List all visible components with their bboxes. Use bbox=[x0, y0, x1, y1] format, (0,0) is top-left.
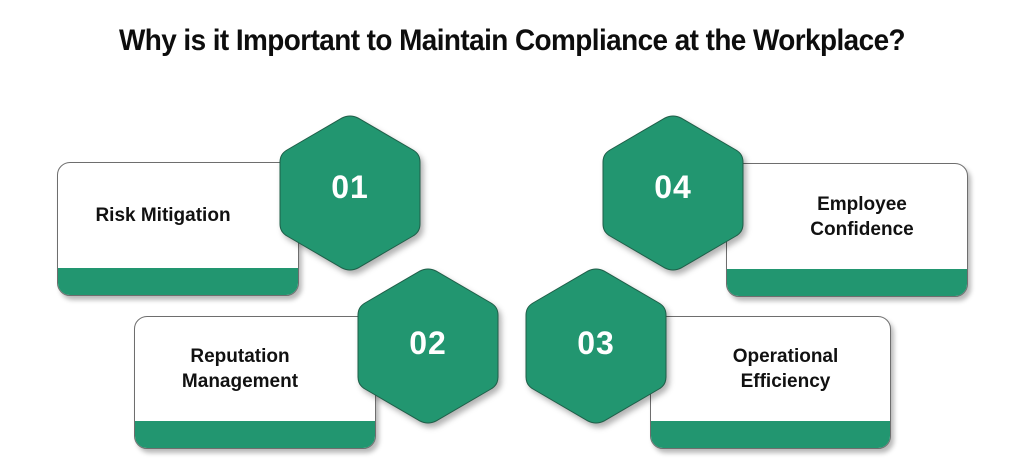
card-risk-mitigation: Risk Mitigation bbox=[57, 162, 299, 296]
card-label: Reputation Management bbox=[181, 346, 299, 392]
card-accent-band bbox=[58, 268, 298, 295]
hexagon-badge-03: 03 bbox=[525, 267, 667, 425]
badge-number: 04 bbox=[654, 168, 692, 205]
hexagon-shape-icon bbox=[525, 268, 667, 424]
card-accent-band bbox=[727, 269, 967, 296]
card-accent-band bbox=[135, 421, 375, 448]
hexagon-badge-02: 02 bbox=[357, 267, 499, 425]
badge-number: 03 bbox=[577, 324, 615, 361]
card-label: Risk Mitigation bbox=[95, 205, 231, 226]
hexagon-badge-04: 04 bbox=[602, 114, 744, 272]
card-reputation-management: Reputation Management bbox=[134, 316, 376, 449]
card-label: Operational Efficiency bbox=[732, 346, 839, 392]
card-accent-band bbox=[651, 421, 890, 448]
page-title: Why is it Important to Maintain Complian… bbox=[118, 24, 906, 57]
hexagon-shape-icon bbox=[279, 115, 421, 271]
card-operational-efficiency: Operational Efficiency bbox=[650, 316, 891, 449]
badge-number: 02 bbox=[409, 324, 447, 361]
badge-number: 01 bbox=[331, 168, 369, 205]
hexagon-shape-icon bbox=[357, 268, 499, 424]
hexagon-badge-01: 01 bbox=[279, 114, 421, 272]
card-label: Employee Confidence bbox=[810, 193, 914, 240]
hexagon-shape-icon bbox=[602, 115, 744, 271]
card-employee-confidence: Employee Confidence bbox=[726, 163, 968, 297]
